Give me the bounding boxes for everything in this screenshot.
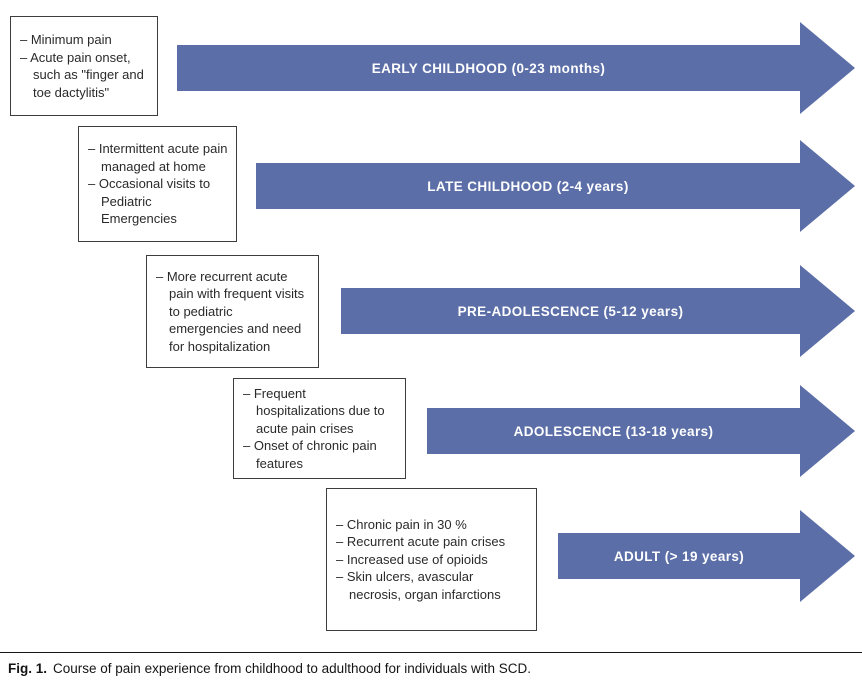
arrow-body: LATE CHILDHOOD (2-4 years) [256,163,800,209]
figure-caption: Fig. 1. Course of pain experience from ch… [8,661,531,676]
arrow-body: ADOLESCENCE (13-18 years) [427,408,800,454]
early-childhood-note-box: – Minimum pain – Acute pain onset, such … [10,16,158,116]
adult-arrow: ADULT (> 19 years) [558,510,855,602]
note-line: – Onset of chronic pain features [243,438,377,471]
adult-note-box: – Chronic pain in 30 % – Recurrent acute… [326,488,537,631]
note-line: – Frequent hospitalizations due to acute… [243,385,385,436]
adolescence-note-box: – Frequent hospitalizations due to acute… [233,378,406,479]
stage-label: ADOLESCENCE (13-18 years) [513,423,714,439]
late-childhood-arrow: LATE CHILDHOOD (2-4 years) [256,140,855,232]
stage-label: PRE-ADOLESCENCE (5-12 years) [457,303,684,319]
note-line: – Acute pain onset, such as "finger and … [20,49,144,100]
arrow-body: ADULT (> 19 years) [558,533,800,579]
note-line: – Occasional visits to Pediatric Emergen… [88,176,211,227]
late-childhood-note-box: – Intermittent acute pain managed at hom… [78,126,237,242]
arrow-body: PRE-ADOLESCENCE (5-12 years) [341,288,800,334]
adolescence-arrow: ADOLESCENCE (13-18 years) [427,385,855,477]
pre-adolescence-arrow: PRE-ADOLESCENCE (5-12 years) [341,265,855,357]
figure-number: Fig. 1. [8,661,48,676]
arrow-head-icon [800,265,855,357]
stage-label: EARLY CHILDHOOD (0-23 months) [371,60,606,76]
arrow-head-icon [800,385,855,477]
stage-label: LATE CHILDHOOD (2-4 years) [427,178,629,194]
stage-label: ADULT (> 19 years) [613,548,745,564]
pre-adolescence-note-box: – More recurrent acute pain with frequen… [146,255,319,368]
arrow-body: EARLY CHILDHOOD (0-23 months) [177,45,800,91]
arrow-head-icon [800,22,855,114]
caption-text: Course of pain experience from childhood… [53,661,532,676]
note-line: – Intermittent acute pain managed at hom… [88,141,228,174]
note-line: – Recurrent acute pain crises [336,534,506,550]
note-line: – More recurrent acute pain with frequen… [156,268,305,354]
arrow-head-icon [800,510,855,602]
note-line: – Skin ulcers, avascular necrosis, organ… [336,569,501,602]
caption-divider [0,652,862,653]
arrow-head-icon [800,140,855,232]
note-line: – Increased use of opioids [336,551,488,567]
note-line: – Chronic pain in 30 % [336,516,467,532]
note-line: – Minimum pain [20,32,112,47]
early-childhood-arrow: EARLY CHILDHOOD (0-23 months) [177,22,855,114]
